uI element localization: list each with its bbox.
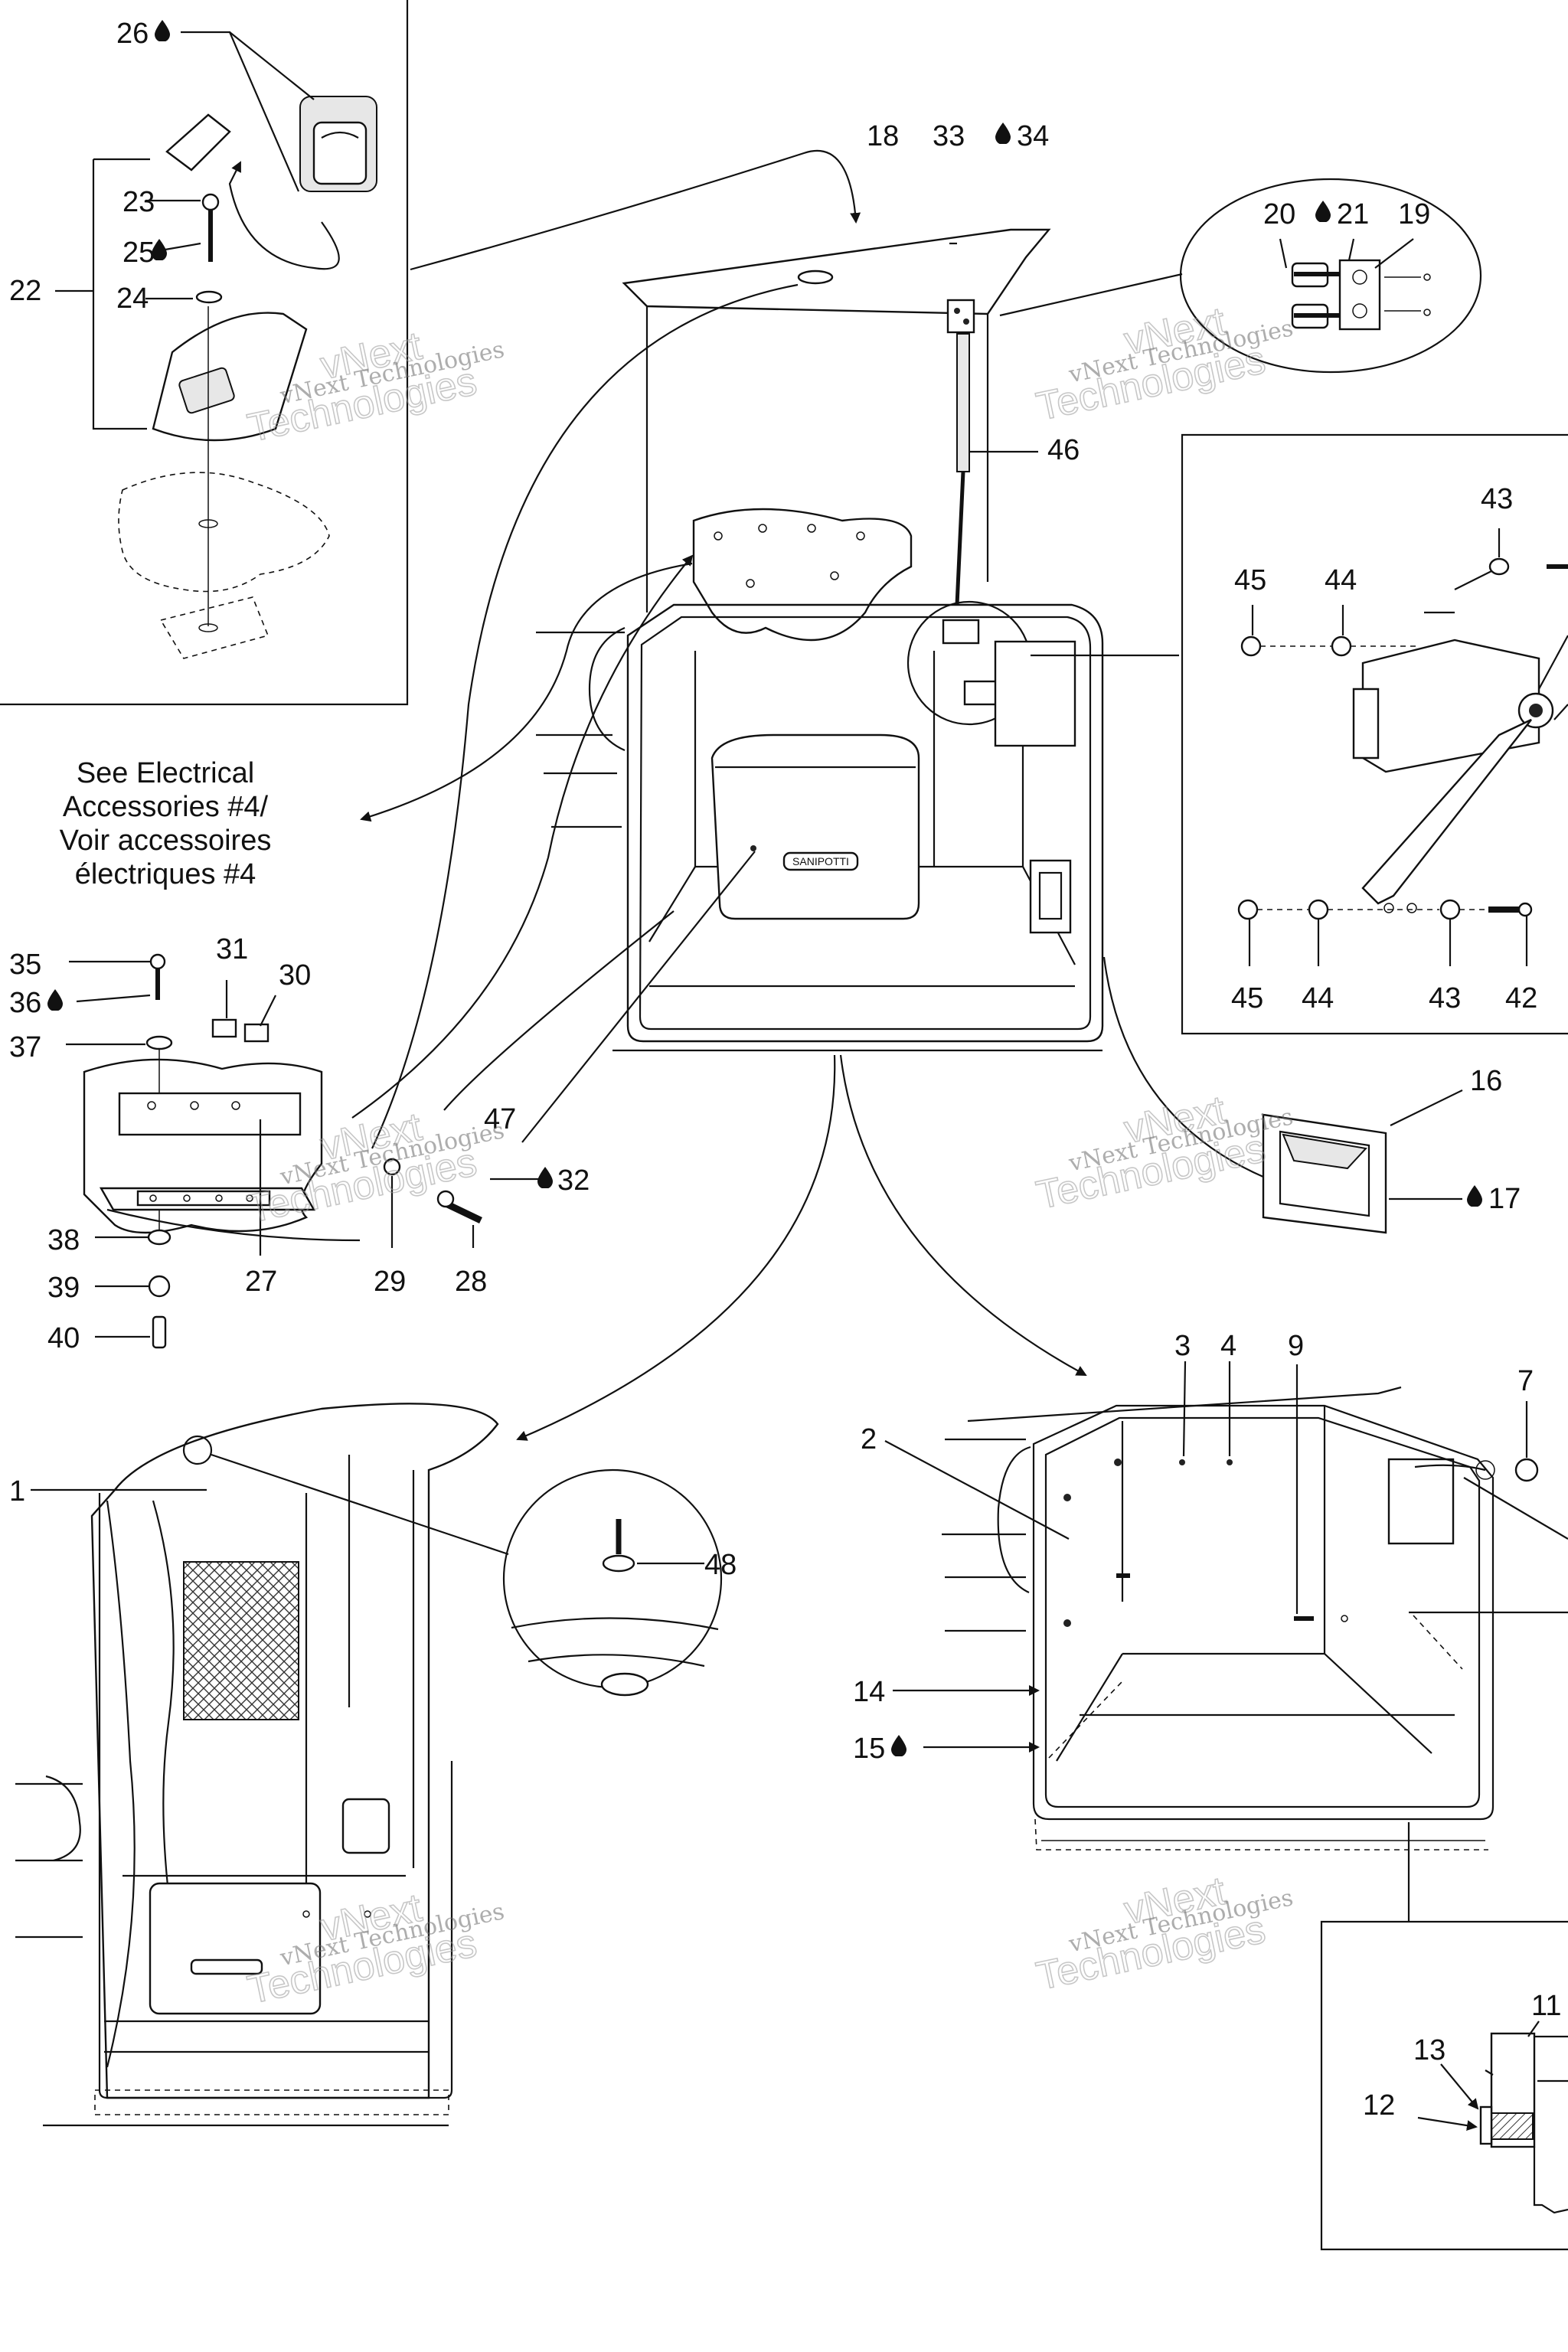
callout-20: 20	[1263, 198, 1295, 230]
storage-box-assembly: SANIPOTTI	[351, 149, 1281, 1441]
callout-7: 7	[1517, 1365, 1534, 1397]
drop-icon	[995, 122, 1011, 144]
callout-15: 15	[853, 1733, 885, 1765]
callout-45-top: 45	[1234, 564, 1266, 596]
callout-48: 48	[704, 1549, 737, 1581]
callout-34: 34	[1017, 120, 1049, 152]
electrical-note-line-2: Accessories #4/	[63, 791, 269, 823]
callout-46: 46	[1047, 434, 1080, 466]
strut-bracket-inset	[1181, 433, 1568, 1035]
callout-12: 12	[1363, 2089, 1395, 2122]
callout-18: 18	[867, 120, 899, 152]
electrical-note-line-4: électriques #4	[75, 858, 256, 890]
callout-3: 3	[1174, 1330, 1191, 1362]
callout-37: 37	[9, 1031, 41, 1063]
mount-bracket-assembly	[66, 953, 544, 1349]
callout-36: 36	[9, 987, 41, 1019]
drop-icon	[1467, 1185, 1482, 1207]
callout-4: 4	[1220, 1330, 1236, 1362]
electrical-note-line-3: Voir accessoires	[60, 825, 272, 857]
callout-14: 14	[853, 1676, 885, 1708]
callout-40: 40	[47, 1322, 80, 1354]
callout-1: 1	[9, 1475, 25, 1508]
callout-28: 28	[455, 1266, 487, 1298]
callout-23: 23	[122, 186, 155, 218]
callout-labels: 26 23 25 22 24 18 33 34 20 21 19 46 43 4…	[9, 18, 1561, 2122]
callout-2: 2	[861, 1423, 877, 1455]
callout-45-bottom: 45	[1231, 982, 1263, 1014]
drop-icon	[537, 1167, 553, 1188]
latch-inset	[0, 0, 409, 706]
callout-17: 17	[1488, 1183, 1521, 1215]
drop-icon	[1315, 201, 1331, 222]
callout-24: 24	[116, 283, 149, 315]
callout-16: 16	[1470, 1065, 1502, 1097]
callout-43-bottom: 43	[1429, 982, 1461, 1014]
callout-43-top: 43	[1481, 483, 1513, 515]
callout-39: 39	[47, 1272, 80, 1304]
seal-detail-inset	[1320, 1920, 1568, 2251]
drop-icon	[155, 20, 170, 41]
callout-21: 21	[1337, 198, 1369, 230]
callout-30: 30	[279, 959, 311, 991]
toilet-brand-label: SANIPOTTI	[792, 855, 849, 867]
electrical-reference-note: See Electrical Accessories #4/ Voir acce…	[60, 757, 272, 890]
callout-27: 27	[245, 1266, 277, 1298]
bare-box-view	[884, 1361, 1568, 1922]
callout-9: 9	[1288, 1330, 1304, 1362]
callout-22: 22	[9, 275, 41, 307]
screw-detail-inset	[502, 1468, 723, 1697]
callout-31: 31	[216, 933, 248, 965]
installed-box-view	[15, 1403, 509, 2127]
electrical-note-line-1: See Electrical	[77, 757, 254, 789]
callout-11: 11	[1531, 1990, 1561, 2022]
drop-icon	[891, 1735, 906, 1756]
callout-13: 13	[1413, 2034, 1446, 2066]
callout-47: 47	[484, 1103, 516, 1135]
callout-44-top: 44	[1325, 564, 1357, 596]
callout-33: 33	[933, 120, 965, 152]
drop-icon	[47, 989, 63, 1011]
callout-38: 38	[47, 1224, 80, 1256]
vent-part	[1262, 1089, 1463, 1234]
callout-26: 26	[116, 18, 149, 50]
hinge-detail-inset	[1179, 178, 1482, 374]
callout-35: 35	[9, 949, 41, 981]
callout-25: 25	[122, 237, 155, 269]
callout-32: 32	[557, 1165, 590, 1197]
callout-29: 29	[374, 1266, 406, 1298]
callout-42: 42	[1505, 982, 1537, 1014]
callout-19: 19	[1398, 198, 1430, 230]
callout-44-bottom: 44	[1302, 982, 1334, 1014]
